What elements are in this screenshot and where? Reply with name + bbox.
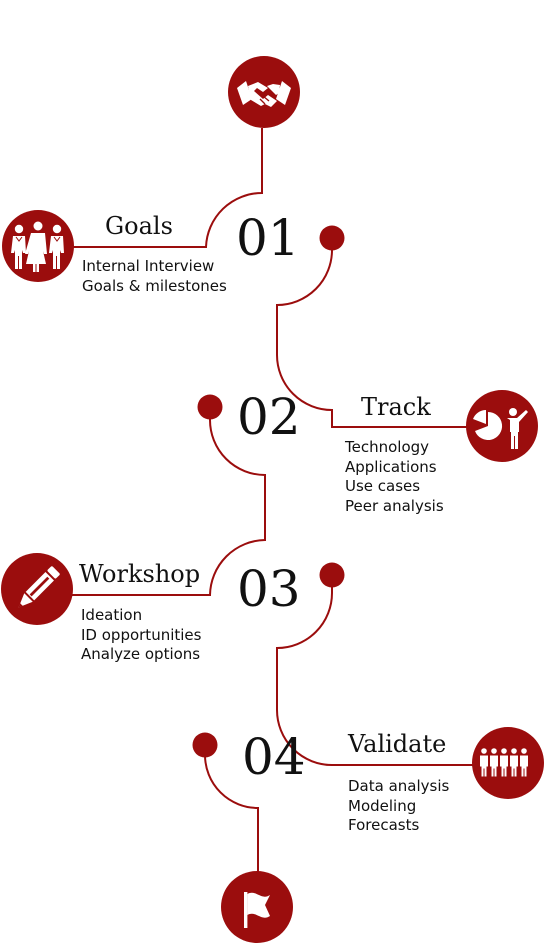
step-02-number: 02 bbox=[237, 388, 301, 446]
step-04-line: Forecasts bbox=[348, 816, 420, 834]
step-02-line: Use cases bbox=[345, 477, 421, 495]
step-03-line: Analyze options bbox=[81, 645, 201, 663]
step-02-title: Track bbox=[361, 393, 431, 421]
step-03-title: Workshop bbox=[79, 560, 201, 588]
step-02-line: Peer analysis bbox=[345, 496, 444, 515]
step-02-line: Applications bbox=[345, 457, 437, 476]
step-01-description: Internal Interview Goals & milestones bbox=[82, 257, 227, 296]
step-03-number: 03 bbox=[237, 560, 301, 618]
people-group-icon bbox=[1, 209, 75, 288]
step-04-title: Validate bbox=[348, 730, 447, 758]
step-04-line: Modeling bbox=[348, 796, 417, 815]
step-04-line: Data analysis bbox=[348, 777, 450, 795]
step-03-description: Ideation ID opportunities Analyze option… bbox=[81, 606, 201, 665]
handshake-icon bbox=[227, 55, 301, 134]
step-04-description: Data analysis Modeling Forecasts bbox=[348, 777, 449, 836]
step-01-title: Goals bbox=[105, 212, 173, 240]
step-01-line: Internal Interview bbox=[82, 257, 215, 275]
pencil-icon bbox=[0, 552, 74, 631]
step-02-dot bbox=[197, 394, 223, 420]
step-01-dot bbox=[319, 225, 345, 251]
crowd-icon bbox=[471, 726, 545, 805]
step-03-line: Ideation bbox=[81, 606, 143, 624]
step-03-line: ID opportunities bbox=[81, 625, 202, 644]
step-03-dot bbox=[319, 562, 345, 588]
step-01-number: 01 bbox=[236, 209, 300, 267]
step-02-description: Technology Applications Use cases Peer a… bbox=[345, 438, 444, 516]
flag-icon bbox=[220, 870, 294, 949]
step-02-line: Technology bbox=[345, 438, 430, 456]
step-01-line: Goals & milestones bbox=[82, 276, 227, 295]
presentation-pie-chart-icon bbox=[465, 389, 539, 468]
step-04-dot bbox=[192, 732, 218, 758]
step-04-number: 04 bbox=[242, 728, 306, 786]
